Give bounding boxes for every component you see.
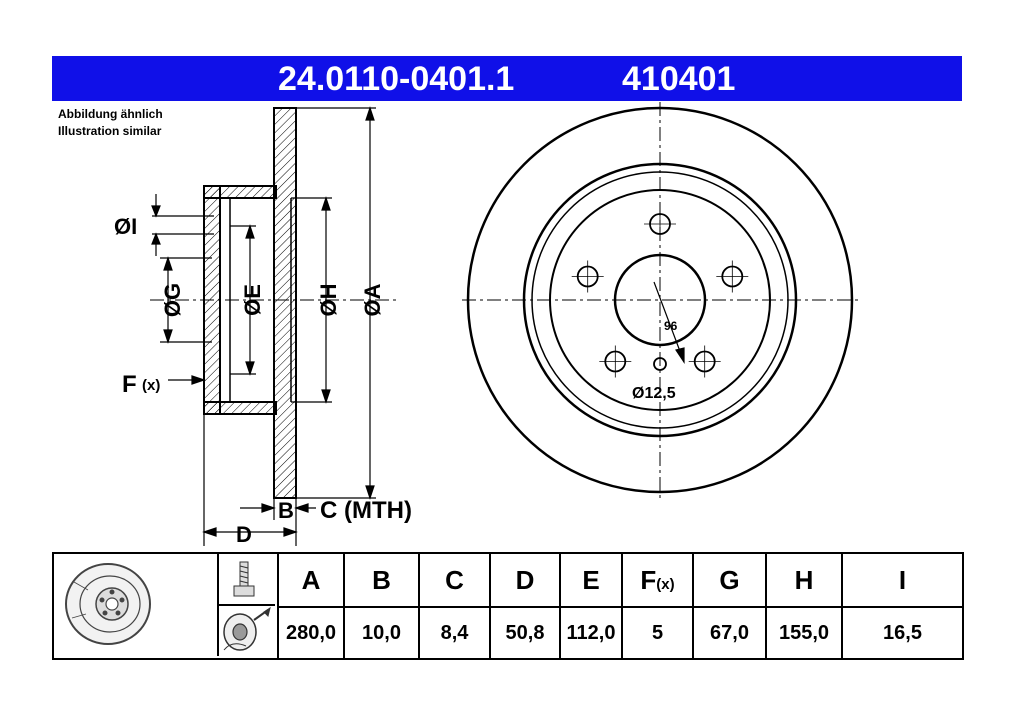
front-centerlines bbox=[462, 102, 858, 498]
value-i: 16,5 bbox=[841, 606, 964, 660]
header-g: G bbox=[692, 552, 767, 608]
label-bolt-hole: Ø12,5 bbox=[632, 385, 676, 402]
label-d: D bbox=[236, 522, 252, 547]
note-line-de: Abbildung ähnlich bbox=[58, 107, 163, 121]
dimension-d bbox=[202, 414, 298, 546]
label-dia-e: ØE bbox=[240, 284, 265, 316]
value-h: 155,0 bbox=[765, 606, 843, 660]
value-b: 10,0 bbox=[343, 606, 420, 660]
angle-marker bbox=[653, 281, 685, 364]
dimension-e bbox=[230, 224, 256, 376]
spec-header-row: A B C D E F(x) G H I bbox=[52, 552, 964, 660]
brake-disc-thumbnail-icon bbox=[65, 563, 151, 645]
illustration-note: Abbildung ähnlich Illustration similar bbox=[58, 106, 163, 140]
value-e: 112,0 bbox=[559, 606, 623, 660]
note-line-en: Illustration similar bbox=[58, 124, 162, 138]
label-f: F bbox=[122, 371, 137, 398]
thumbnail-cell bbox=[52, 552, 279, 660]
bolt-holes bbox=[571, 208, 749, 378]
friction-ring-section bbox=[273, 107, 297, 499]
label-c: C (MTH) bbox=[320, 497, 412, 524]
label-dia-h: ØH bbox=[316, 284, 341, 317]
header-b: B bbox=[343, 552, 420, 608]
short-number: 410401 bbox=[622, 60, 736, 98]
value-d: 50,8 bbox=[489, 606, 561, 660]
value-c: 8,4 bbox=[418, 606, 491, 660]
dimension-f bbox=[168, 375, 206, 385]
spec-value-row: 280,0 10,0 8,4 50,8 112,0 5 67,0 155,0 1… bbox=[53, 606, 964, 660]
header-d: D bbox=[489, 552, 561, 608]
label-dia-i: ØI bbox=[114, 214, 137, 239]
header-f: F(x) bbox=[621, 552, 694, 608]
dimension-a bbox=[296, 106, 376, 500]
locating-hole bbox=[653, 357, 667, 371]
label-dia-g: ØG bbox=[160, 283, 185, 317]
label-dia-a: ØA bbox=[360, 283, 385, 316]
dimension-i bbox=[151, 194, 214, 256]
header-c: C bbox=[418, 552, 491, 608]
part-number: 24.0110-0401.1 bbox=[278, 60, 515, 98]
header-a: A bbox=[277, 552, 345, 608]
header-i: I bbox=[841, 552, 964, 608]
header-e: E bbox=[559, 552, 623, 608]
header-h: H bbox=[765, 552, 843, 608]
label-f-sub: (x) bbox=[142, 377, 160, 394]
label-angle: 96 bbox=[664, 319, 678, 333]
value-g: 67,0 bbox=[692, 606, 767, 660]
value-a: 280,0 bbox=[277, 606, 345, 660]
spec-table: A B C D E F(x) G H I 280,0 10,0 8,4 50,8… bbox=[52, 552, 964, 660]
label-b: B bbox=[278, 498, 294, 523]
dimension-h bbox=[291, 196, 332, 404]
title-banner: 24.0110-0401.1 410401 bbox=[52, 56, 962, 101]
dimension-b-c bbox=[240, 498, 316, 520]
value-f: 5 bbox=[621, 606, 694, 660]
disc-mounting-icon bbox=[223, 606, 271, 651]
bolt-icon bbox=[233, 561, 255, 597]
dimension-g bbox=[160, 256, 212, 344]
